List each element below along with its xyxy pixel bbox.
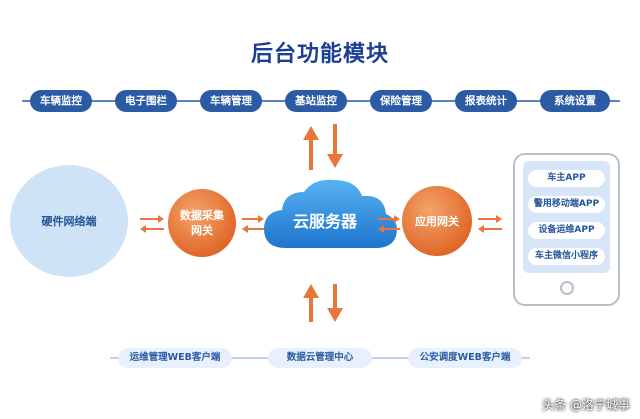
arrow-down-top [327, 124, 343, 168]
app-gateway-label: 应用网关 [415, 214, 459, 228]
data-collection-gateway: 数据采集 网关 [168, 189, 236, 257]
module-geofence: 电子围栏 [115, 90, 177, 112]
client-police-dispatch-web: 公安调度WEB客户端 [408, 348, 522, 368]
client-ops-web: 运维管理WEB客户端 [118, 348, 232, 368]
arrow-pair-cloud-appgateway [378, 215, 400, 233]
data-gateway-line1: 数据采集 [180, 209, 224, 222]
module-base-station-monitoring: 基站监控 [285, 90, 347, 112]
module-insurance-management: 保险管理 [370, 90, 432, 112]
watermark: 头条 @洛宁城事 [542, 398, 630, 412]
arrow-pair-gateway-cloud [242, 215, 264, 233]
phone-illustration: 车主APP 警用移动端APP 设备运维APP 车主微信小程序 [513, 153, 620, 306]
app-police-mobile: 警用移动端APP [528, 196, 605, 213]
arrow-down-bottom [327, 284, 343, 322]
phone-home-button [560, 281, 574, 295]
module-system-settings: 系统设置 [540, 90, 610, 112]
module-vehicle-management: 车辆管理 [200, 90, 262, 112]
arrow-pair-hw-gateway [140, 215, 164, 233]
application-gateway: 应用网关 [402, 186, 472, 256]
cloud-shape [264, 179, 397, 248]
arrow-up-bottom [303, 284, 319, 322]
arrow-pair-appgateway-phone [478, 215, 502, 233]
hardware-network-node: 硬件网络端 [10, 165, 128, 277]
arrow-up-top [303, 126, 319, 170]
app-device-maintenance: 设备运维APP [528, 222, 605, 239]
client-data-cloud-center: 数据云管理中心 [268, 348, 372, 368]
module-report-statistics: 报表统计 [455, 90, 517, 112]
cloud-server-label: 云服务器 [292, 212, 357, 231]
module-vehicle-monitoring: 车辆监控 [30, 90, 92, 112]
bottom-module-bar: 运维管理WEB客户端 数据云管理中心 公安调度WEB客户端 [110, 348, 530, 368]
data-gateway-line2: 网关 [191, 224, 213, 237]
top-module-bar: 车辆监控 电子围栏 车辆管理 基站监控 保险管理 报表统计 系统设置 [22, 90, 620, 112]
app-owner-wechat-miniprogram: 车主微信小程序 [528, 248, 605, 265]
hardware-network-label: 硬件网络端 [41, 215, 97, 228]
app-owner-app: 车主APP [528, 170, 605, 187]
phone-screen: 车主APP 警用移动端APP 设备运维APP 车主微信小程序 [523, 161, 610, 273]
diagram-title: 后台功能模块 [250, 42, 389, 67]
